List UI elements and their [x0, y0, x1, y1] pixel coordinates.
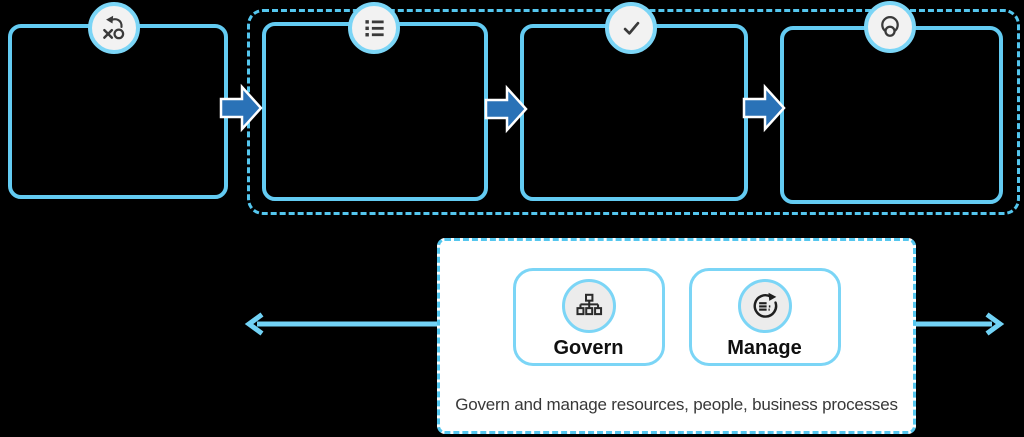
step-icon-badge-2 — [348, 2, 400, 54]
checkmark-icon — [616, 13, 646, 43]
govern-card: Govern — [512, 268, 665, 366]
right-block-arrow-icon — [219, 83, 263, 138]
manage-icon-circle — [737, 279, 792, 333]
govern-icon-circle — [561, 279, 616, 333]
org-chart-icon — [573, 290, 605, 322]
govern-card-label: Govern — [553, 337, 624, 359]
xo-playbook-icon — [99, 13, 129, 43]
panel-caption: Govern and manage resources, people, bus… — [455, 395, 898, 414]
step-icon-badge-3 — [605, 2, 657, 54]
step-icon-badge-4 — [864, 1, 916, 53]
manage-card-label: Manage — [727, 337, 802, 359]
left-extent-arrow-icon — [243, 311, 439, 342]
manage-card: Manage — [688, 268, 841, 366]
right-extent-arrow-icon — [914, 311, 1006, 342]
right-block-arrow-icon — [742, 83, 786, 138]
govern-manage-panel: Govern — [437, 238, 916, 434]
step-icon-badge-1 — [88, 2, 140, 54]
right-block-arrow-icon — [484, 84, 528, 139]
bulleted-list-icon — [359, 13, 389, 43]
sync-list-icon — [749, 290, 781, 322]
nested-circles-icon — [875, 12, 905, 42]
cards-row: Govern — [440, 268, 913, 366]
